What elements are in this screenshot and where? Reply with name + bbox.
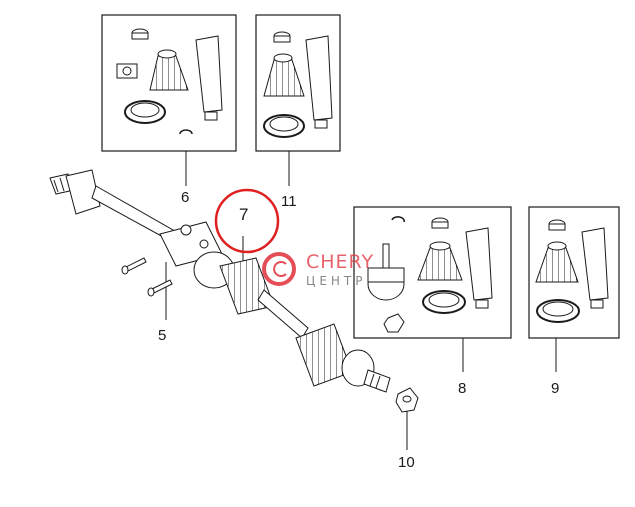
callout-11: 11 [281,193,297,210]
watermark-sub-text: ЦЕНТР [306,274,367,288]
callout-9: 9 [551,380,560,397]
callout-6: 6 [181,189,190,206]
kit-box-6 [101,14,237,152]
watermark-logo-icon [262,252,296,286]
highlight-circle [214,188,280,254]
watermark-brand-text: CHERY [306,251,375,273]
kit-box-11 [255,14,341,152]
kit-box-9 [528,206,620,339]
callout-8: 8 [458,380,467,397]
kit-box-8 [353,206,512,339]
bolt-parts [121,257,173,297]
callout-5: 5 [158,327,167,344]
callout-10: 10 [398,454,415,471]
drive-shaft-assembly [49,169,391,393]
callout-7: 7 [239,205,249,224]
nut-part-10 [395,387,419,413]
